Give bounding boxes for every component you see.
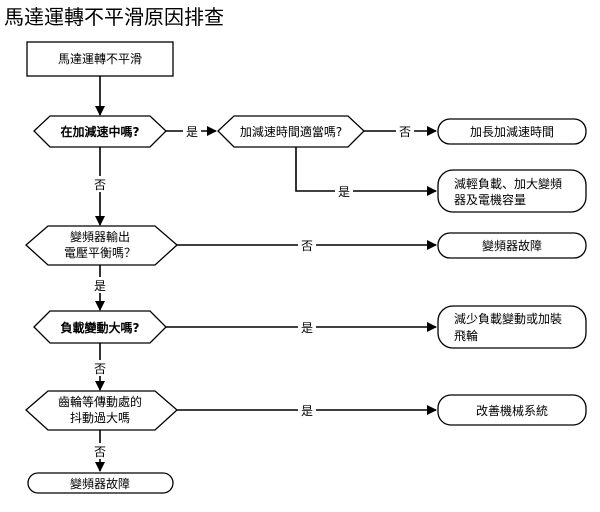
result-reduce-load-line2: 器及電機容量 xyxy=(454,192,526,207)
result-lengthen-time-label: 加長加減速時間 xyxy=(470,124,554,139)
result-inverter-fault-1-label: 變頻器故障 xyxy=(482,238,542,253)
diagram-title: 馬達運轉不平滑原因排查 xyxy=(4,5,224,29)
edge-label-yes: 是 xyxy=(301,321,313,335)
edge-label-no: 否 xyxy=(399,125,411,139)
edge-label-no: 否 xyxy=(94,178,106,192)
edge-label-no: 否 xyxy=(94,362,106,376)
result-flywheel-line2: 飛輪 xyxy=(454,328,478,343)
edge-label-yes: 是 xyxy=(301,404,313,418)
decision-vibration-line2: 抖動過大嗎 xyxy=(70,411,130,425)
decision-accel-time-label: 加減速時間適當嗎? xyxy=(240,124,342,139)
decision-accel-time: 加減速時間適當嗎? xyxy=(217,115,365,148)
result-flywheel: 減少負載變動或加裝 飛輪 xyxy=(437,305,587,349)
decision-voltage-balance: 變頻器輸出 電壓平衡嗎？ xyxy=(25,225,178,266)
decision-in-accel-label: 在加減速中嗎? xyxy=(61,124,140,139)
result-improve-mechanical-label: 改善機械系統 xyxy=(476,403,548,418)
decision-gear-vibration: 齒輪等傳動處的 抖動過大嗎 xyxy=(25,390,178,431)
decision-voltage-line1: 變頻器輸出 xyxy=(70,229,130,244)
result-inverter-fault-2: 變頻器故障 xyxy=(27,472,174,494)
decision-load-change-label: 負載變動大嗎? xyxy=(61,320,140,335)
edge-labels: 是 否 是 否 否 是 是 否 是 否 xyxy=(91,123,414,459)
node-start: 馬達運轉不平滑 xyxy=(26,41,174,77)
edge-label-no: 否 xyxy=(301,239,313,253)
edge-label-yes: 是 xyxy=(186,125,198,139)
decision-vibration-line1: 齒輪等傳動處的 xyxy=(58,394,142,409)
decision-load-change: 負載變動大嗎? xyxy=(33,310,167,344)
result-inverter-fault-1: 變頻器故障 xyxy=(437,232,587,259)
edge-label-no: 否 xyxy=(94,445,106,459)
decision-in-accel: 在加減速中嗎? xyxy=(33,115,167,148)
result-improve-mechanical: 改善機械系統 xyxy=(437,394,587,426)
edge-label-yes: 是 xyxy=(338,185,350,199)
decision-voltage-line2: 電壓平衡嗎？ xyxy=(64,246,136,260)
node-start-label: 馬達運轉不平滑 xyxy=(58,52,142,66)
edge-label-yes: 是 xyxy=(94,279,106,293)
result-flywheel-line1: 減少負載變動或加裝 xyxy=(454,311,562,326)
result-lengthen-time: 加長加減速時間 xyxy=(437,118,587,145)
result-inverter-fault-2-label: 變頻器故障 xyxy=(70,476,130,491)
result-reduce-load-line1: 減輕負載、加大變頻 xyxy=(454,176,562,191)
result-reduce-load: 減輕負載、加大變頻 器及電機容量 xyxy=(437,169,587,213)
